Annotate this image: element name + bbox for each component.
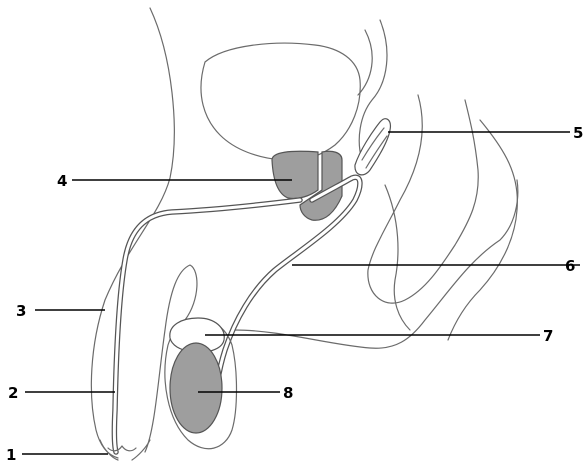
label-5: 5 bbox=[573, 124, 583, 142]
back-outline bbox=[448, 120, 517, 340]
vas-deferens-lumen bbox=[215, 177, 360, 410]
prostate-gland bbox=[272, 151, 318, 198]
bladder bbox=[201, 43, 360, 160]
label-4: 4 bbox=[57, 172, 67, 190]
label-7: 7 bbox=[543, 327, 553, 345]
label-6: 6 bbox=[565, 257, 575, 275]
label-8: 8 bbox=[283, 384, 293, 402]
label-1: 1 bbox=[6, 446, 16, 464]
testis bbox=[170, 343, 222, 433]
label-2: 2 bbox=[8, 384, 18, 402]
perineum-outline bbox=[385, 185, 410, 330]
vas-deferens bbox=[215, 177, 360, 410]
glans-outline bbox=[100, 440, 150, 460]
label-3: 3 bbox=[16, 302, 26, 320]
